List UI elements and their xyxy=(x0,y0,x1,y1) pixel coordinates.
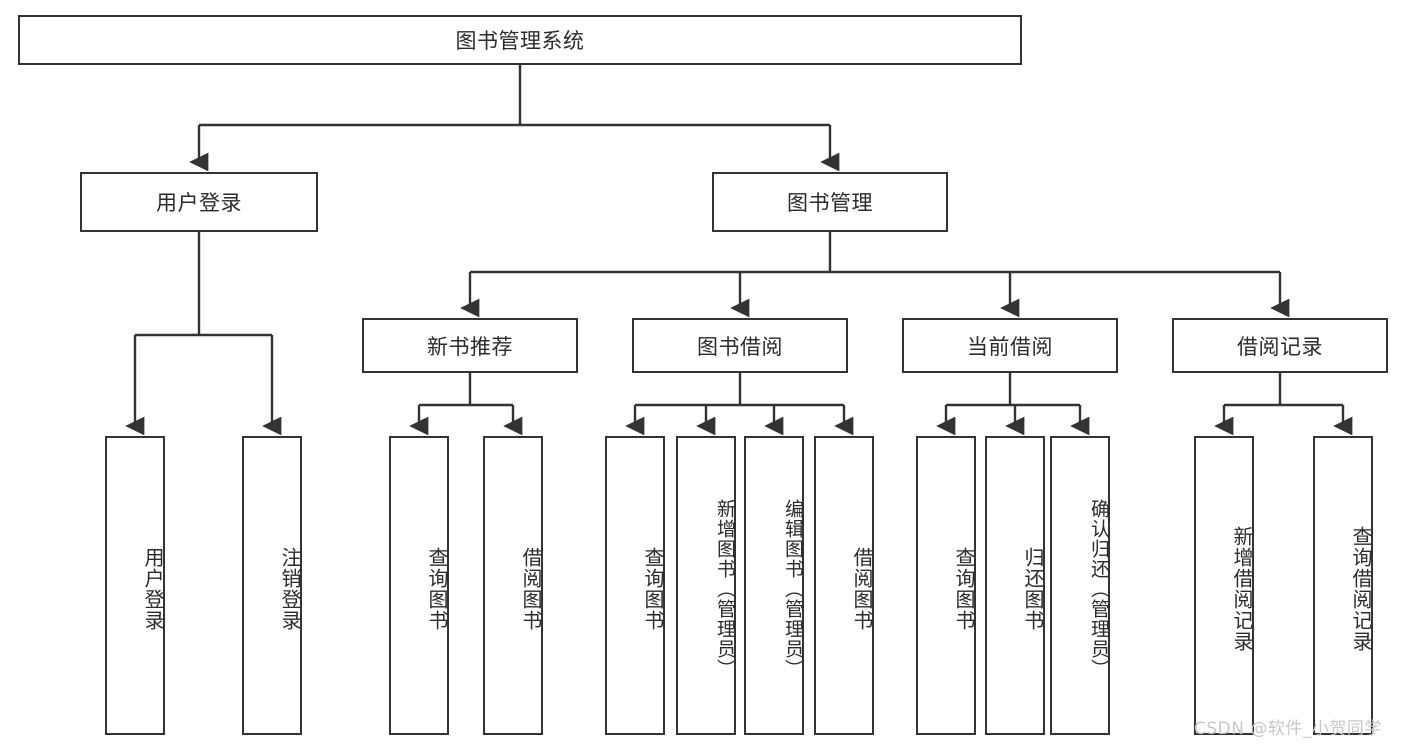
node-label: 注销登录 xyxy=(278,546,302,631)
node-leaf-borrow-book-nb[interactable]: 借阅图书 xyxy=(483,436,543,735)
node-leaf-query-borrow-record[interactable]: 查询借阅记录 xyxy=(1313,436,1373,735)
node-label: 借阅图书 xyxy=(519,546,543,631)
node-label: 新增图书（管理员） xyxy=(714,498,736,679)
node-label: 新书推荐 xyxy=(427,334,513,359)
node-leaf-user-login[interactable]: 用户登录 xyxy=(105,436,165,735)
node-current-borrow[interactable]: 当前借阅 xyxy=(902,318,1118,373)
node-leaf-return-book[interactable]: 归还图书 xyxy=(985,436,1045,735)
node-leaf-edit-book[interactable]: 编辑图书（管理员） xyxy=(744,436,804,735)
node-leaf-logout[interactable]: 注销登录 xyxy=(242,436,302,735)
node-leaf-query-book-cb[interactable]: 查询图书 xyxy=(916,436,976,735)
node-borrow-record[interactable]: 借阅记录 xyxy=(1172,318,1388,373)
node-leaf-borrow-book-bb[interactable]: 借阅图书 xyxy=(814,436,874,735)
node-label: 图书管理系统 xyxy=(455,29,585,53)
node-label: 查询图书 xyxy=(425,546,449,631)
node-label: 图书管理 xyxy=(787,191,873,215)
csdn-watermark: CSDN @软件_小贺同学 xyxy=(1194,719,1382,739)
node-label: 查询图书 xyxy=(641,546,665,631)
node-leaf-query-book-bb[interactable]: 查询图书 xyxy=(605,436,665,735)
node-label: 查询图书 xyxy=(952,546,976,631)
node-new-book-recommend[interactable]: 新书推荐 xyxy=(362,318,578,373)
node-label: 查询借阅记录 xyxy=(1349,525,1373,652)
node-leaf-add-book[interactable]: 新增图书（管理员） xyxy=(676,436,736,735)
node-user-login[interactable]: 用户登录 xyxy=(80,172,318,232)
node-label: 新增借阅记录 xyxy=(1230,525,1254,652)
node-leaf-add-borrow-record[interactable]: 新增借阅记录 xyxy=(1194,436,1254,735)
node-label: 图书借阅 xyxy=(697,334,783,359)
node-label: 借阅图书 xyxy=(850,546,874,631)
node-label: 编辑图书（管理员） xyxy=(782,498,804,679)
node-label: 确认归还（管理员） xyxy=(1088,498,1110,679)
node-label: 用户登录 xyxy=(141,546,165,631)
node-leaf-confirm-return[interactable]: 确认归还（管理员） xyxy=(1050,436,1110,735)
node-label: 借阅记录 xyxy=(1237,334,1323,359)
node-root[interactable]: 图书管理系统 xyxy=(18,15,1022,65)
node-leaf-query-book-nb[interactable]: 查询图书 xyxy=(389,436,449,735)
node-label: 当前借阅 xyxy=(967,334,1053,359)
node-label: 归还图书 xyxy=(1021,546,1045,631)
node-book-manage[interactable]: 图书管理 xyxy=(712,172,948,232)
node-label: 用户登录 xyxy=(156,191,242,215)
node-book-borrow[interactable]: 图书借阅 xyxy=(632,318,848,373)
